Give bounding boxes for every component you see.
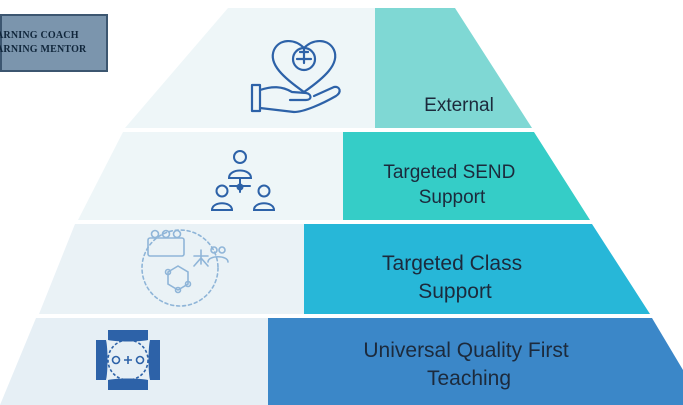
- badge-line-2: ARNING MENTOR: [0, 44, 87, 55]
- tier-3-label: Targeted Class Support: [382, 252, 528, 303]
- badge-line-1: ARNING COACH: [0, 30, 79, 41]
- tier-2-label: Targeted SEND Support: [383, 162, 520, 208]
- heart-hand-icon: [250, 40, 341, 114]
- tier-4-label: Universal Quality First Teaching: [363, 339, 574, 390]
- tier-4-band: [268, 318, 683, 405]
- tier-4-left-panel: [0, 318, 268, 405]
- tier-2-band: [343, 132, 590, 220]
- learning-coach-badge: ARNING COACH ARNING MENTOR: [0, 14, 108, 72]
- group-collaboration-icon: [141, 229, 229, 307]
- user-network-icon: [210, 150, 276, 211]
- tier-2-left-panel: [78, 132, 343, 220]
- connected-people-icon: [96, 330, 160, 390]
- tier-1-left-panel: [125, 8, 375, 128]
- tier-1-band: [375, 8, 532, 128]
- tier-3-band: [304, 224, 650, 314]
- tier-1-label: External: [424, 95, 494, 116]
